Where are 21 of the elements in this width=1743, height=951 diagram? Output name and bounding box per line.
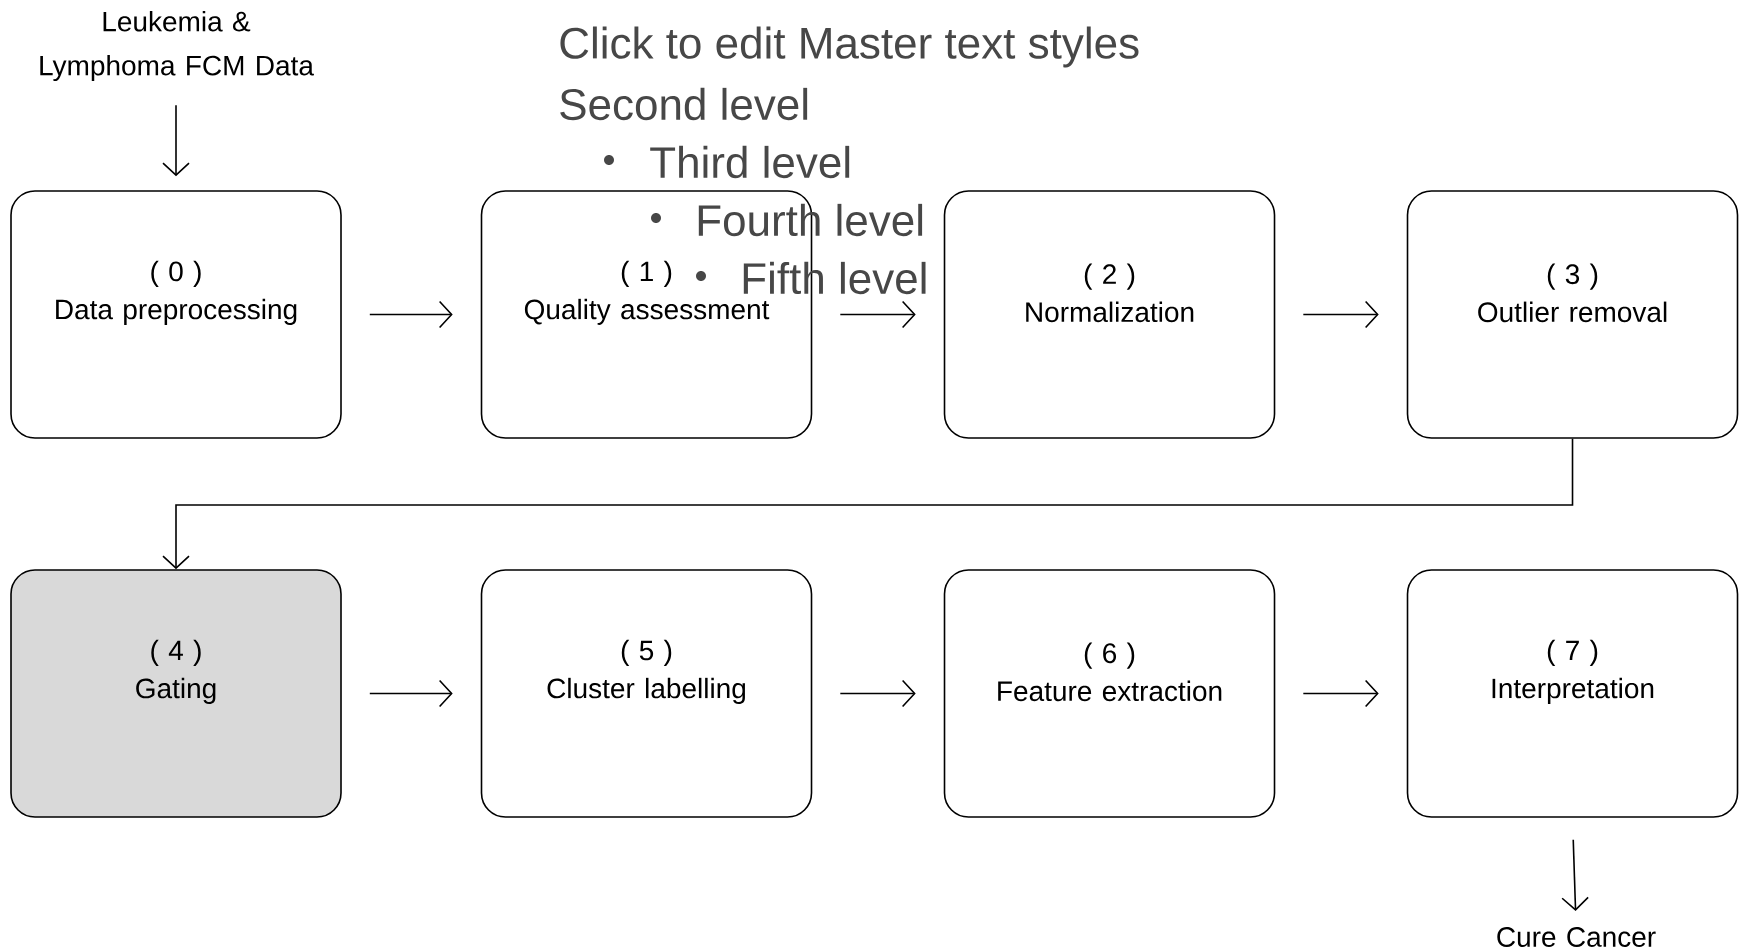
process-box: ( 6 ) Feature extraction (943, 569, 1276, 818)
source-label: Leukemia & Lymphoma FCM Data (40, 10, 314, 82)
arrow (162, 104, 190, 177)
template-text: Third level (650, 145, 850, 179)
process-box: ( 5 ) Cluster labelling (480, 569, 813, 818)
arrow (1302, 300, 1379, 329)
arrow (839, 300, 916, 329)
process-box: ( 0 ) Data preprocessing (10, 190, 342, 439)
output-label: Cure Cancer (1497, 927, 1656, 947)
process-box: ( 7 ) Interpretation (1406, 569, 1739, 818)
process-box: ( 3 ) Outlier removal (1406, 190, 1739, 439)
arrow (162, 438, 1574, 570)
arrow (1302, 679, 1379, 708)
arrow (1561, 839, 1589, 911)
process-box: ( 2 ) Normalization (943, 190, 1276, 439)
template-text: Click to edit Master text styles (560, 26, 1139, 68)
arrow (369, 679, 453, 708)
process-box: ( 4 ) Gating (10, 569, 342, 818)
arrow (369, 300, 453, 329)
arrow (839, 679, 916, 708)
template-text: Second level (560, 87, 808, 121)
